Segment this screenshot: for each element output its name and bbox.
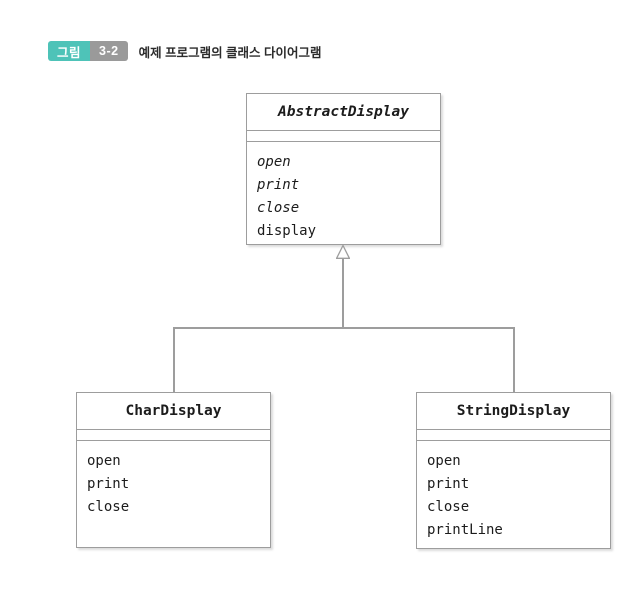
figure-caption: 그림 3-2 예제 프로그램의 클래스 다이어그램 [48, 41, 322, 61]
figure-badge-label: 그림 [48, 41, 91, 61]
operation-item: close [427, 499, 470, 515]
operation-item: open [87, 453, 121, 469]
operation-item: open [257, 154, 291, 170]
operation-item: close [257, 200, 300, 216]
generalization-drop-string-display [513, 327, 515, 392]
class-operations-char-display: open print close [77, 441, 270, 547]
operation-item: display [257, 223, 317, 239]
class-name-abstract-display: AbstractDisplay [247, 94, 440, 131]
generalization-bar [173, 327, 515, 329]
operation-item: print [427, 476, 470, 492]
operation-item: printLine [427, 522, 503, 538]
class-operations-abstract-display: open print close display [247, 142, 440, 244]
operation-item: open [427, 453, 461, 469]
class-operations-string-display: open print close printLine [417, 441, 610, 548]
operation-item: print [257, 177, 300, 193]
generalization-arrowhead-icon [336, 245, 350, 259]
class-box-string-display: StringDisplay open print close printLine [416, 392, 611, 549]
class-box-abstract-display: AbstractDisplay open print close display [246, 93, 441, 245]
class-name-char-display: CharDisplay [77, 393, 270, 430]
figure-badge-number: 3-2 [90, 41, 128, 61]
operation-item: print [87, 476, 130, 492]
class-attributes-char-display [77, 430, 270, 441]
class-name-string-display: StringDisplay [417, 393, 610, 430]
class-attributes-string-display [417, 430, 610, 441]
operation-item: close [87, 499, 130, 515]
class-attributes-abstract-display [247, 131, 440, 142]
generalization-stem [342, 258, 344, 328]
figure-caption-text: 예제 프로그램의 클래스 다이어그램 [138, 45, 322, 60]
generalization-drop-char-display [173, 327, 175, 392]
class-box-char-display: CharDisplay open print close [76, 392, 271, 548]
